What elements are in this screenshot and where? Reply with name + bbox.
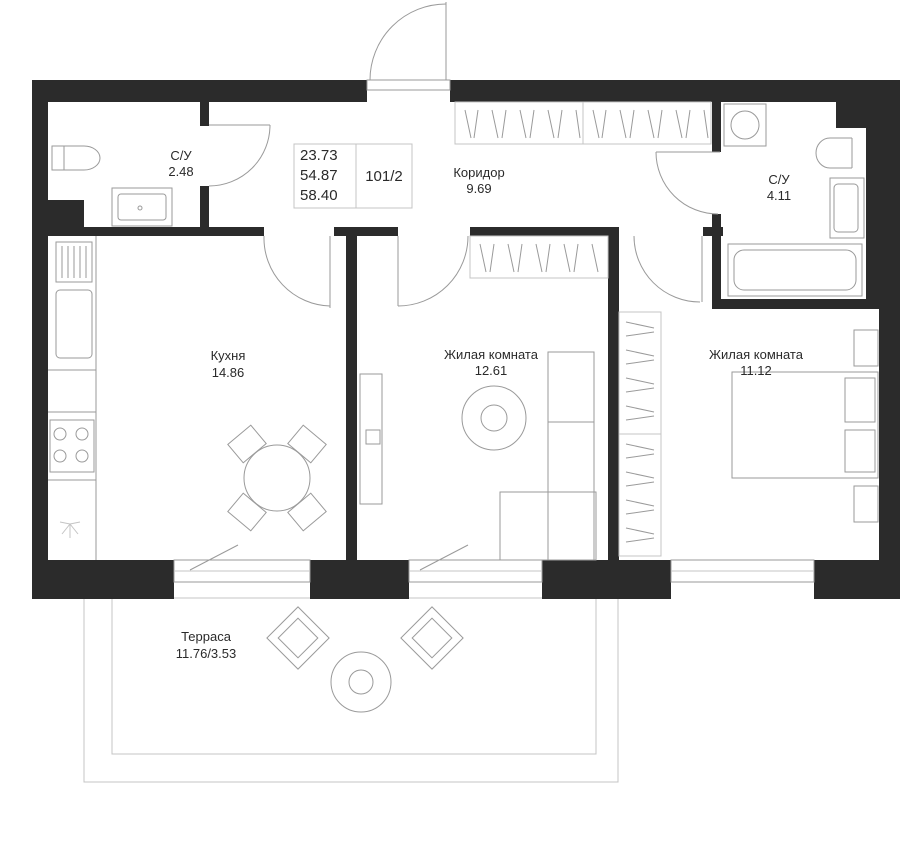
living-1-area: 12.61 — [475, 363, 508, 378]
large-bath-fixtures — [723, 103, 865, 297]
living-1-furniture — [359, 351, 597, 561]
living-2-area: 11.12 — [740, 363, 772, 378]
small-bath-fixtures — [51, 145, 173, 227]
wardrobes — [454, 101, 712, 557]
walls — [32, 80, 900, 599]
area-with-terrace: 58.40 — [300, 187, 338, 204]
terrace-outline — [83, 597, 619, 783]
windows — [173, 79, 815, 583]
bath-large-area: 4.11 — [767, 188, 791, 203]
living-1-name: Жилая комната — [444, 347, 539, 362]
unit-info-box: 23.73 54.87 58.40 101/2 — [293, 143, 413, 209]
terrace-furniture — [266, 606, 464, 713]
kitchen-area: 14.86 — [212, 365, 245, 380]
corridor-name: Коридор — [453, 165, 504, 180]
kitchen-name: Кухня — [211, 348, 246, 363]
area-total: 54.87 — [300, 167, 338, 184]
corridor-area: 9.69 — [466, 181, 491, 196]
room-labels: С/У 2.48 Коридор 9.69 С/У 4.11 Кухня 14.… — [168, 148, 803, 661]
terrace-name: Терраса — [181, 629, 232, 644]
unit-code: 101/2 — [365, 168, 403, 185]
kitchen-fixtures — [48, 236, 327, 560]
terrace-area: 11.76/3.53 — [176, 646, 236, 661]
bath-small-name: С/У — [170, 148, 192, 163]
area-living: 23.73 — [300, 147, 338, 164]
living-2-furniture — [731, 329, 879, 523]
bath-large-name: С/У — [768, 172, 790, 187]
bath-small-area: 2.48 — [168, 164, 193, 179]
living-2-name: Жилая комната — [709, 347, 804, 362]
doors — [189, 2, 720, 571]
